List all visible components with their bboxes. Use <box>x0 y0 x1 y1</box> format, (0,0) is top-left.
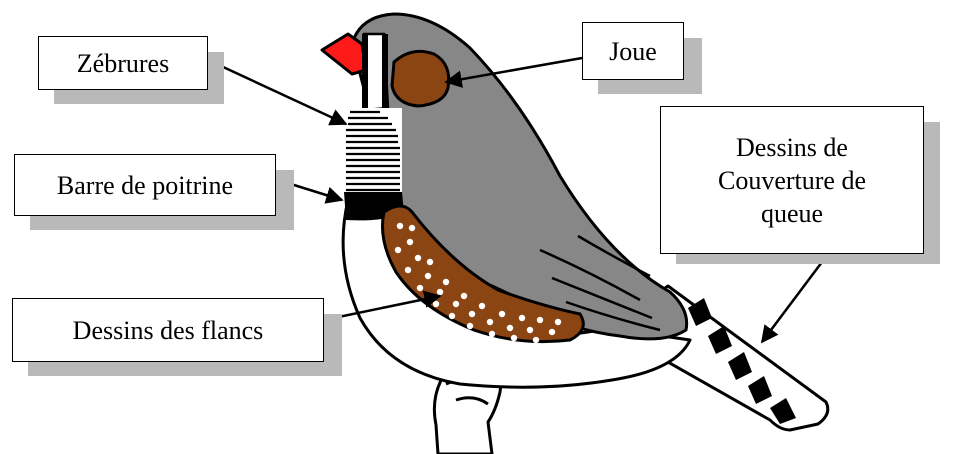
label-couverture-queue-line2: Couverture de <box>718 164 866 197</box>
callout-couverture-queue: Dessins de Couverture de queue <box>660 106 942 266</box>
label-barre-poitrine: Barre de poitrine <box>57 169 233 202</box>
callout-joue: Joue <box>582 22 702 96</box>
label-couverture-queue-line1: Dessins de <box>736 131 848 164</box>
callout-barre-poitrine: Barre de poitrine <box>14 154 296 232</box>
arrow-couverture-queue <box>762 254 828 342</box>
arrow-zebrures <box>208 60 346 124</box>
label-couverture-queue-line3: queue <box>761 197 823 230</box>
callout-dessins-flancs: Dessins des flancs <box>12 298 344 378</box>
label-joue: Joue <box>609 35 657 68</box>
callout-zebrures: Zébrures <box>38 36 226 106</box>
cheek-patch <box>392 51 449 106</box>
label-dessins-flancs: Dessins des flancs <box>73 314 264 347</box>
label-zebrures: Zébrures <box>77 47 169 80</box>
throat-barring <box>346 108 402 192</box>
tear-stripe <box>362 34 388 110</box>
